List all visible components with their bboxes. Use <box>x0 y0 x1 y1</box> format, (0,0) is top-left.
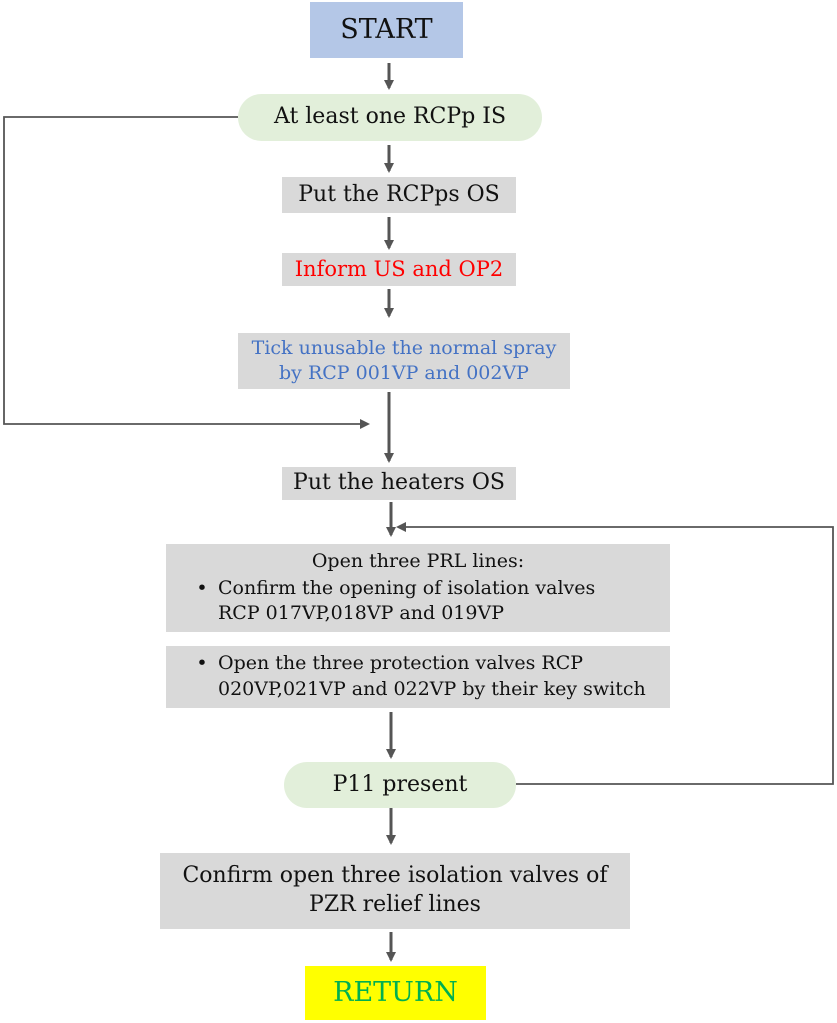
step-open-protection-valves: • Open the three protection valves RCP 0… <box>166 646 670 708</box>
step-put-rcpps-os: Put the RCPps OS <box>282 177 516 213</box>
decision-rcpp-is: At least one RCPp IS <box>238 94 542 141</box>
open-protection-line1: Open the three protection valves RCP <box>218 652 584 675</box>
repeat-loop-right <box>396 522 834 785</box>
bullet-marker: • <box>196 652 208 675</box>
open-prl-bullet-item: • Confirm the opening of isolation valve… <box>166 576 595 627</box>
step-put-rcpps-os-label: Put the RCPps OS <box>298 181 500 207</box>
decision-p11-present: P11 present <box>284 762 516 808</box>
open-prl-header: Open three PRL lines: <box>311 550 525 573</box>
return-label: RETURN <box>333 977 458 1009</box>
confirm-open-line2: PZR relief lines <box>309 892 481 917</box>
step-inform-us-op2: Inform US and OP2 <box>282 253 516 286</box>
bullet-marker: • <box>196 576 208 599</box>
start-label: START <box>340 14 433 46</box>
return-node: RETURN <box>305 966 486 1020</box>
open-protection-bullet-item: • Open the three protection valves RCP 0… <box>166 651 646 702</box>
step-put-heaters-os-label: Put the heaters OS <box>293 470 505 496</box>
bypass-loop-left <box>3 116 370 429</box>
step-inform-us-op2-label: Inform US and OP2 <box>294 256 504 281</box>
decision-p11-present-label: P11 present <box>332 771 468 797</box>
confirm-open-line1: Confirm open three isolation valves of <box>182 863 608 889</box>
open-prl-item-line2: RCP 017VP,018VP and 019VP <box>218 602 504 625</box>
decision-rcpp-is-label: At least one RCPp IS <box>273 104 507 130</box>
start-node: START <box>310 2 463 58</box>
step-confirm-isolation-valves: Confirm open three isolation valves of P… <box>160 853 630 929</box>
step-put-heaters-os: Put the heaters OS <box>282 467 516 500</box>
tick-unusable-line2: by RCP 001VP and 002VP <box>279 362 529 384</box>
open-protection-line2: 020VP,021VP and 022VP by their key switc… <box>218 678 646 700</box>
step-tick-unusable-spray: Tick unusable the normal spray by RCP 00… <box>238 333 570 389</box>
step-open-prl-lines: Open three PRL lines: • Confirm the open… <box>166 544 670 632</box>
open-prl-item-line1: Confirm the opening of isolation valves <box>218 576 596 599</box>
tick-unusable-line1: Tick unusable the normal spray <box>251 337 557 360</box>
